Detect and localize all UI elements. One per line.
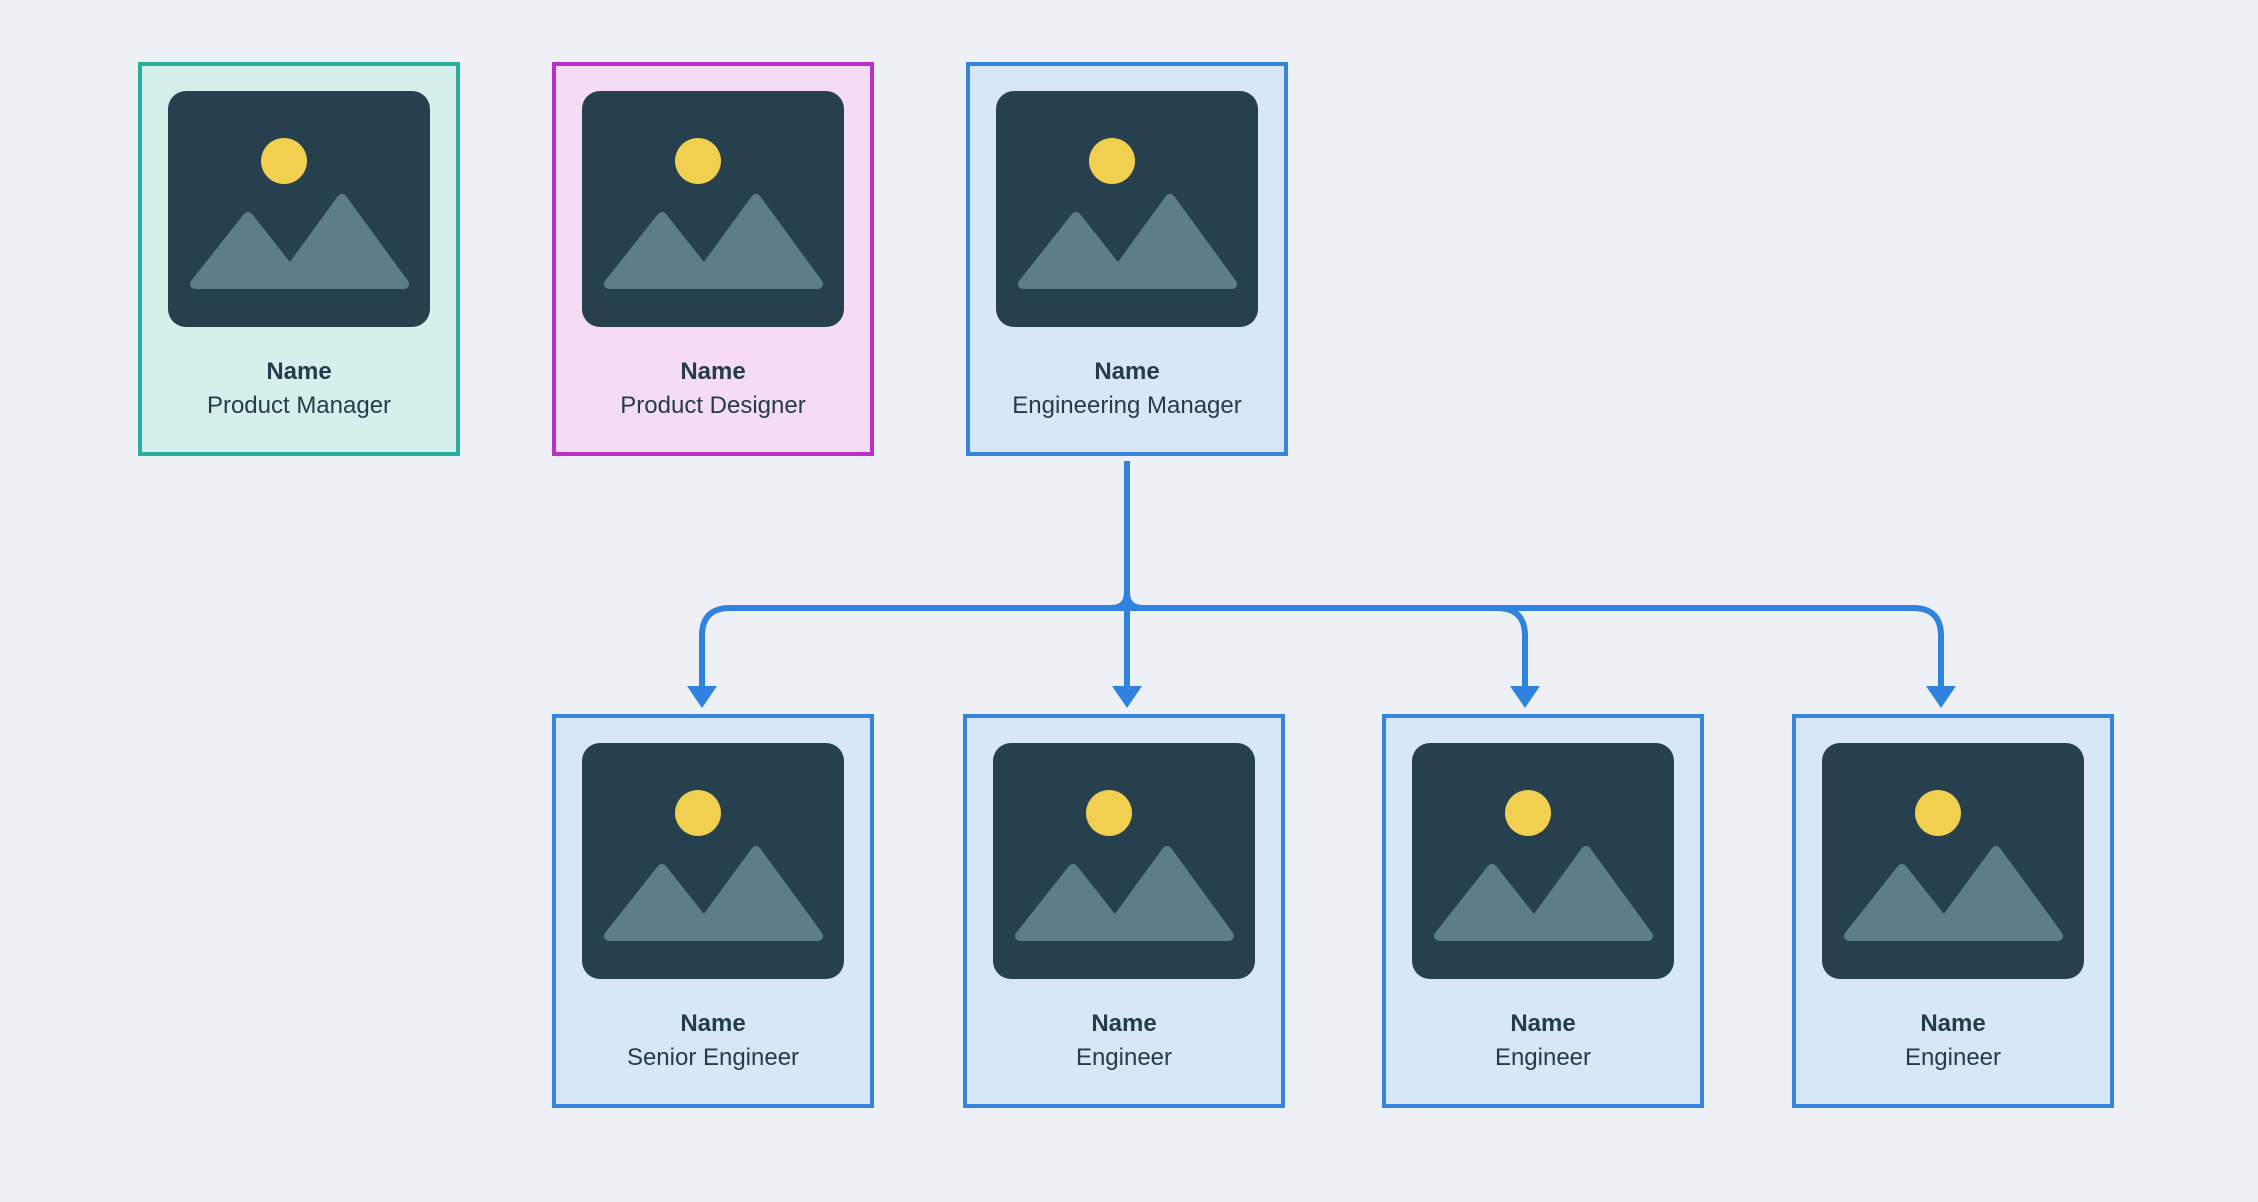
person-name: Name: [1094, 358, 1160, 385]
image-placeholder-icon: [168, 91, 430, 327]
mountain-small-icon: [1844, 864, 1960, 941]
sun-icon: [261, 138, 307, 184]
photo-frame: [582, 91, 844, 327]
card-product-designer[interactable]: Name Product Designer: [552, 62, 874, 456]
person-role: Product Designer: [620, 392, 806, 419]
card-engineer-2[interactable]: Name Engineer: [1382, 714, 1704, 1108]
card-engineering-manager[interactable]: Name Engineering Manager: [966, 62, 1288, 456]
person-role: Engineer: [1494, 1044, 1592, 1071]
photo-frame: [582, 743, 844, 979]
mountain-large-icon: [689, 846, 823, 941]
photo-frame: [993, 743, 1255, 979]
image-placeholder-icon: [1822, 743, 2084, 979]
image-placeholder-icon: [993, 743, 1255, 979]
arrowhead-down-icon: [1926, 686, 1956, 708]
card-senior-engineer[interactable]: Name Senior Engineer: [552, 714, 874, 1108]
person-name: Name: [266, 358, 332, 385]
person-name: Name: [1510, 1010, 1576, 1037]
person-name: Name: [680, 1010, 746, 1037]
person-role: Senior Engineer: [626, 1044, 800, 1071]
image-placeholder-icon: [1412, 743, 1674, 979]
mountain-small-icon: [1015, 864, 1131, 941]
mountain-large-icon: [1103, 194, 1237, 289]
image-placeholder-icon: [996, 91, 1258, 327]
arrowhead-down-icon: [1112, 686, 1142, 708]
image-placeholder-icon: [582, 743, 844, 979]
image-placeholder-icon: [582, 91, 844, 327]
mountain-large-icon: [275, 194, 409, 289]
mountain-small-icon: [190, 212, 306, 289]
mountain-large-icon: [1519, 846, 1653, 941]
sun-icon: [675, 138, 721, 184]
mountain-small-icon: [604, 212, 720, 289]
person-name: Name: [1091, 1010, 1157, 1037]
arrowhead-down-icon: [687, 686, 717, 708]
card-engineer-3[interactable]: Name Engineer: [1792, 714, 2114, 1108]
arrowhead-down-icon: [1510, 686, 1540, 708]
person-role: Product Manager: [206, 392, 392, 419]
person-name: Name: [1920, 1010, 1986, 1037]
mountain-small-icon: [1018, 212, 1134, 289]
photo-frame: [1822, 743, 2084, 979]
card-engineer-1[interactable]: Name Engineer: [963, 714, 1285, 1108]
photo-frame: [168, 91, 430, 327]
mountain-large-icon: [1100, 846, 1234, 941]
sun-icon: [1505, 790, 1551, 836]
mountain-small-icon: [604, 864, 720, 941]
photo-frame: [996, 91, 1258, 327]
person-role: Engineer: [1904, 1044, 2002, 1071]
mountain-large-icon: [1929, 846, 2063, 941]
sun-icon: [675, 790, 721, 836]
card-product-manager[interactable]: Name Product Manager: [138, 62, 460, 456]
person-name: Name: [680, 358, 746, 385]
mountain-small-icon: [1434, 864, 1550, 941]
sun-icon: [1086, 790, 1132, 836]
mountain-large-icon: [689, 194, 823, 289]
sun-icon: [1915, 790, 1961, 836]
sun-icon: [1089, 138, 1135, 184]
person-role: Engineer: [1075, 1044, 1173, 1071]
person-role: Engineering Manager: [1012, 392, 1242, 419]
photo-frame: [1412, 743, 1674, 979]
